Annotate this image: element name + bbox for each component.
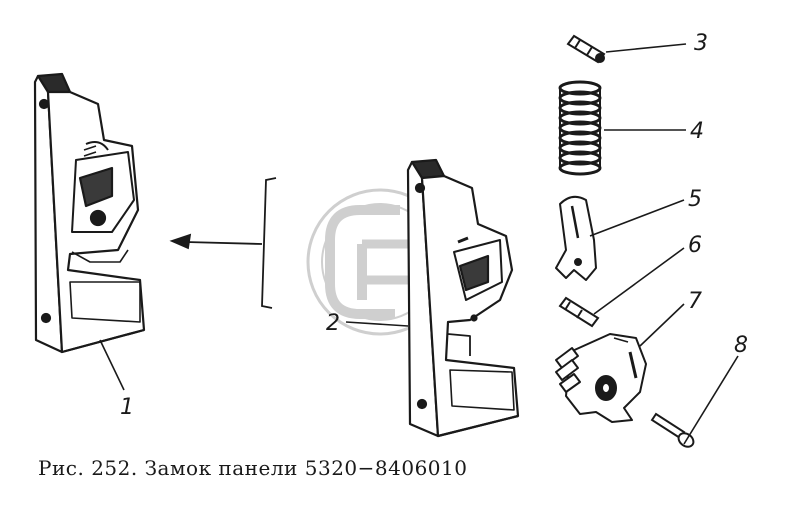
bracket xyxy=(261,177,277,309)
assembly-arrow xyxy=(169,233,263,250)
latch-plate-part-5 xyxy=(555,195,597,281)
lock-panel-part-2 xyxy=(406,158,520,438)
leader-lines xyxy=(99,43,739,445)
callout-3: 3 xyxy=(694,31,708,56)
callout-2: 2 xyxy=(326,311,340,336)
spring-part-4 xyxy=(558,80,602,176)
callout-1: 1 xyxy=(120,395,134,420)
figure-caption: Рис. 252. Замок панели 5320−8406010 xyxy=(38,456,468,480)
catch-part-7 xyxy=(555,333,647,423)
callout-6: 6 xyxy=(688,233,702,258)
callout-4: 4 xyxy=(690,119,704,144)
pin-part-3 xyxy=(566,34,606,64)
callout-8: 8 xyxy=(734,333,748,358)
pin-part-6 xyxy=(558,296,600,328)
bolt-part-8 xyxy=(650,412,695,448)
assembled-lock-part-1 xyxy=(33,72,146,354)
callout-7: 7 xyxy=(688,289,702,314)
callout-5: 5 xyxy=(688,187,702,212)
